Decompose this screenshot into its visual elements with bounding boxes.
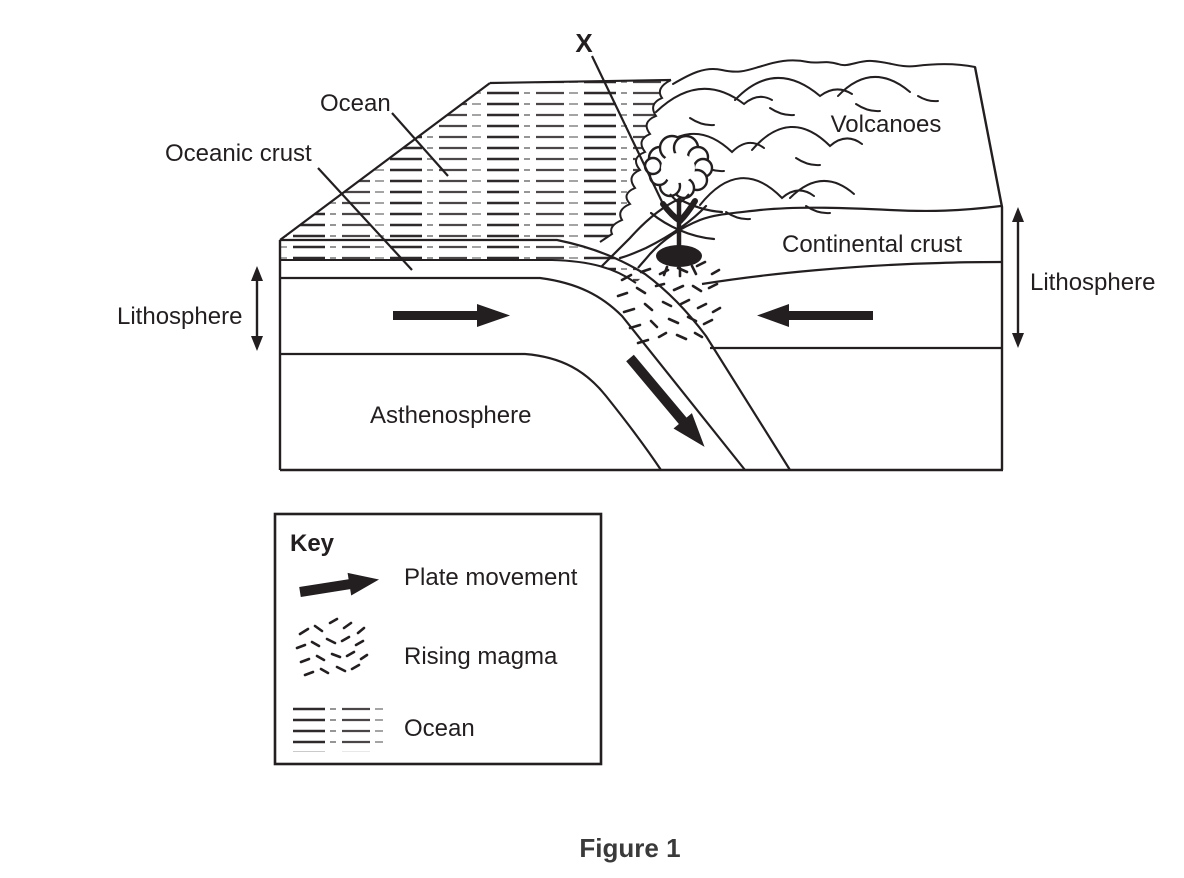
volcano <box>600 134 724 278</box>
slope-shading <box>769 107 795 117</box>
ocean-pattern-fill <box>280 80 671 242</box>
key-rising-magma-label: Rising magma <box>404 643 558 670</box>
key-box: Key Plate movement Rising magma Ocean <box>273 512 603 766</box>
ocean-surface <box>279 78 672 243</box>
lithosphere-base-left <box>280 352 662 471</box>
peak <box>751 125 863 151</box>
continental-crust-base <box>701 260 1002 286</box>
slope-shading <box>855 103 881 113</box>
front-band-fill <box>280 240 645 283</box>
ocean-left-edge <box>279 82 491 241</box>
asthenosphere-label: Asthenosphere <box>370 402 531 429</box>
ocean-front-band <box>280 240 645 284</box>
right-plate-arrow <box>757 304 873 327</box>
magma-chamber <box>656 245 702 267</box>
volcano-inner-slope <box>618 204 708 260</box>
plate-movement-arrows <box>393 304 873 447</box>
slope-shading <box>917 95 939 103</box>
oceanic-crust-leader-line <box>317 167 413 271</box>
x-pointer-line <box>591 55 665 207</box>
water-bottom-line <box>280 259 637 284</box>
leader-lines <box>317 55 665 271</box>
peak <box>789 179 855 199</box>
continental-crust-label: Continental crust <box>782 231 962 258</box>
slope-shading <box>805 205 831 215</box>
peak <box>655 87 773 113</box>
key-title: Key <box>290 530 335 557</box>
lithosphere-extent-arrow-left <box>251 266 263 351</box>
volcanoes-label: Volcanoes <box>831 111 942 138</box>
key-ocean-symbol <box>287 700 383 752</box>
slope-shading <box>795 157 821 167</box>
slope-shading <box>725 211 751 221</box>
peak <box>837 76 911 97</box>
key-plate-movement-symbol <box>299 572 380 597</box>
coastline <box>599 79 672 243</box>
block-outline <box>278 66 1004 472</box>
marker-x: X <box>575 28 593 58</box>
figure-caption: Figure 1 <box>579 833 680 863</box>
vent-arrow <box>660 198 698 224</box>
peak <box>734 76 853 101</box>
mountain-ridges <box>647 59 976 221</box>
ocean-label: Ocean <box>320 90 391 117</box>
ridge-silhouette <box>672 59 976 85</box>
eruption-cloud <box>643 134 714 200</box>
key-plate-movement-label: Plate movement <box>404 564 578 591</box>
slab-arrow <box>626 354 705 447</box>
mountain-front-base <box>637 204 1002 269</box>
left-plate-arrow <box>393 304 510 327</box>
oceanic-crust-label: Oceanic crust <box>165 140 312 167</box>
key-rising-magma-symbol <box>295 617 369 677</box>
oceanic-moho-line <box>280 276 746 471</box>
lithosphere-left-label: Lithosphere <box>117 303 242 330</box>
ocean-leader-line <box>391 112 449 177</box>
lithosphere-extent-arrow-right <box>1012 207 1024 348</box>
slope-shading <box>689 117 715 127</box>
right-edge <box>973 66 1004 470</box>
peak <box>699 177 815 206</box>
rising-magma-dashes <box>616 260 722 345</box>
ocean-back-edge <box>489 78 672 85</box>
key-ocean-label: Ocean <box>404 715 475 742</box>
lithosphere-right-label: Lithosphere <box>1030 269 1155 296</box>
